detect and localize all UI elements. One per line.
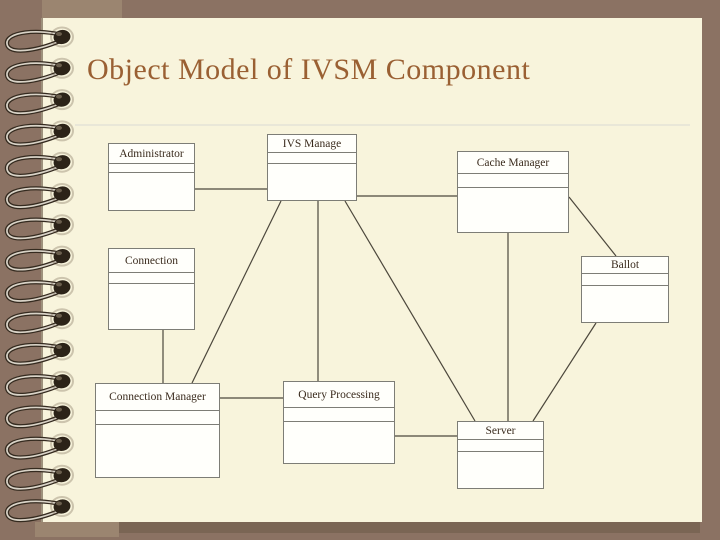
compartment-divider (458, 439, 543, 440)
class-box-label-administrator: Administrator (119, 148, 184, 160)
class-box-connection: Connection (108, 248, 195, 330)
notebook-cover-corner (42, 0, 122, 18)
class-box-label-connection-manager: Connection Manager (109, 391, 206, 403)
class-box-label-server: Server (485, 425, 516, 437)
compartment-divider (109, 163, 194, 164)
class-box-connection-manager: Connection Manager (95, 383, 220, 478)
compartment-divider (458, 451, 543, 452)
compartment-divider (109, 172, 194, 173)
class-box-ballot: Ballot (581, 256, 669, 323)
compartment-divider (96, 410, 219, 411)
compartment-divider (109, 272, 194, 273)
class-box-label-connection: Connection (124, 255, 179, 267)
title-divider (75, 124, 690, 126)
class-box-ivs-manage: IVS Manage (267, 134, 357, 201)
class-box-server: Server (457, 421, 544, 489)
compartment-divider (458, 173, 568, 174)
class-box-label-query-processing: Query Processing (298, 389, 380, 401)
compartment-divider (284, 421, 394, 422)
class-box-administrator: Administrator (108, 143, 195, 211)
class-box-label-cache-manager: Cache Manager (476, 157, 550, 169)
compartment-divider (109, 283, 194, 284)
compartment-divider (582, 273, 668, 274)
slide-title: Object Model of IVSM Component (87, 53, 531, 86)
class-box-label-ballot: Ballot (610, 259, 640, 271)
class-box-label-ivs-manage: IVS Manage (282, 138, 342, 150)
class-box-query-processing: Query Processing (283, 381, 395, 464)
class-box-cache-manager: Cache Manager (457, 151, 569, 233)
compartment-divider (268, 152, 356, 153)
compartment-divider (96, 424, 219, 425)
compartment-divider (268, 163, 356, 164)
notebook-cover-tab (35, 522, 119, 537)
compartment-divider (458, 187, 568, 188)
compartment-divider (284, 407, 394, 408)
compartment-divider (582, 285, 668, 286)
page-bottom-shadow (119, 522, 700, 533)
